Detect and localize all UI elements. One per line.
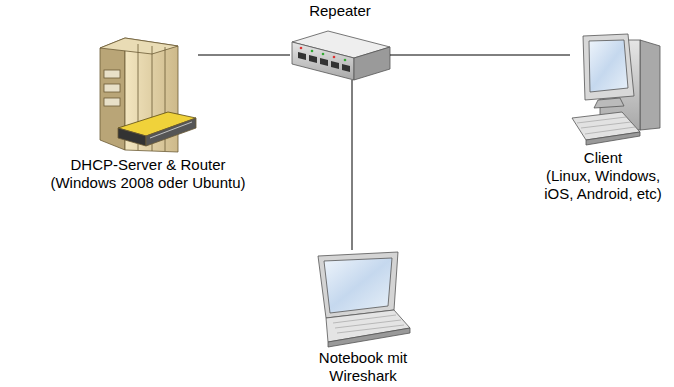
device-note: (Linux, Windows, iOS, Android, etc) (538, 167, 668, 203)
device-label: Notebook mit Wireshark (308, 349, 418, 385)
server-device: DHCP-Server & Router(Windows 2008 oder U… (98, 36, 198, 150)
client-pc-icon (572, 34, 660, 145)
device-label: Repeater (250, 2, 430, 20)
client-device: Client(Linux, Windows, iOS, Android, etc… (570, 32, 662, 146)
device-note: (Windows 2008 oder Ubuntu) (38, 174, 258, 192)
network-cable (198, 55, 290, 56)
device-label: Client (538, 149, 668, 167)
repeater-icon (292, 31, 390, 80)
server-icon (100, 38, 196, 152)
notebook-device: Notebook mit Wireshark (314, 250, 412, 348)
network-cable (352, 80, 353, 250)
repeater-device: Repeater (290, 30, 390, 80)
notebook-icon (318, 252, 410, 347)
network-cable (390, 55, 570, 56)
device-label: DHCP-Server & Router (38, 156, 258, 174)
